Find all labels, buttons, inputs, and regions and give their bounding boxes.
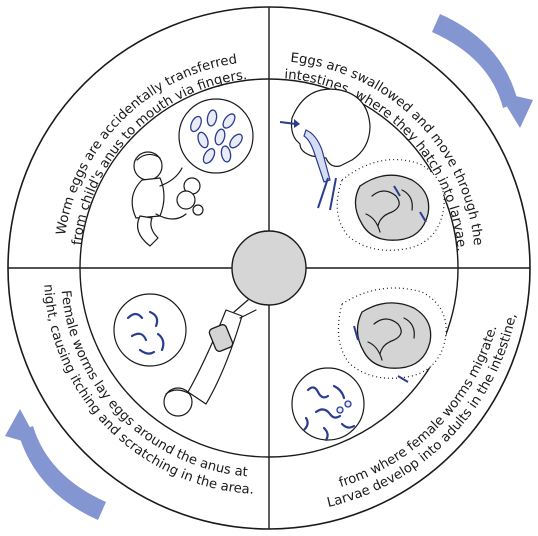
intestine-top-right — [337, 160, 444, 251]
worms-magnified-circle — [114, 294, 186, 366]
larvae-magnified-circle — [292, 368, 364, 440]
center-hub — [232, 231, 306, 305]
eggs-magnified-circle — [179, 99, 253, 173]
